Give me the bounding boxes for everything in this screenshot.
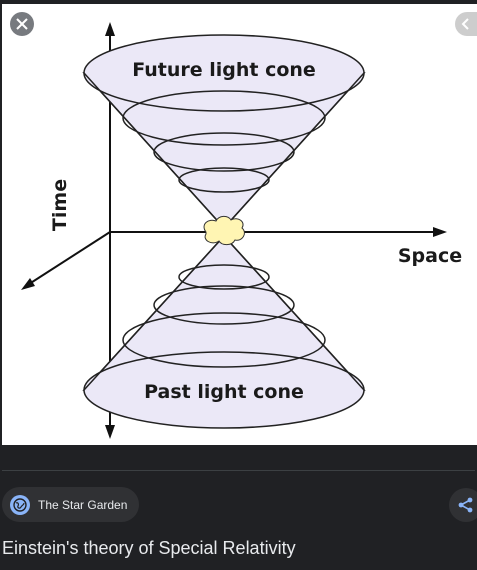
source-chip[interactable]: The Star Garden	[2, 487, 140, 522]
past-light-cone	[82, 234, 366, 429]
light-cone-diagram: Future light cone Past light cone Space …	[21, 22, 462, 439]
image-caption[interactable]: Einstein's theory of Special Relativity	[2, 538, 296, 558]
share-icon	[458, 497, 473, 513]
globe-icon	[10, 494, 30, 515]
event-point	[203, 215, 245, 246]
previous-image-button[interactable]	[455, 12, 477, 36]
future-light-cone	[82, 34, 366, 230]
divider	[2, 470, 475, 471]
past-cone-label: Past light cone	[144, 381, 304, 403]
close-button[interactable]	[10, 12, 34, 36]
space-axis-label: Space	[398, 245, 462, 267]
close-icon	[16, 18, 28, 30]
future-cone-label: Future light cone	[132, 59, 316, 81]
result-image[interactable]: Future light cone Past light cone Space …	[2, 4, 477, 445]
chevron-left-icon	[461, 18, 469, 30]
source-name: The Star Garden	[38, 497, 128, 512]
share-button[interactable]	[449, 488, 477, 522]
time-axis-label: Time	[49, 179, 71, 231]
depth-axis	[25, 231, 111, 287]
